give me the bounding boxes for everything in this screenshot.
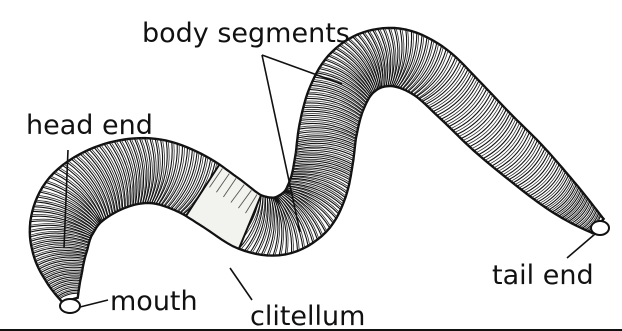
tail-tip xyxy=(591,221,609,235)
label-clitellum: clitellum xyxy=(250,303,365,330)
label-tail-end: tail end xyxy=(492,262,594,289)
label-body-segments: body segments xyxy=(142,20,350,47)
label-mouth: mouth xyxy=(110,288,198,315)
clitellum-pointer xyxy=(230,268,252,300)
tail-end-pointer xyxy=(567,234,595,258)
mouth-tip xyxy=(60,299,80,313)
mouth-pointer xyxy=(80,300,108,307)
label-head-end: head end xyxy=(26,112,153,139)
